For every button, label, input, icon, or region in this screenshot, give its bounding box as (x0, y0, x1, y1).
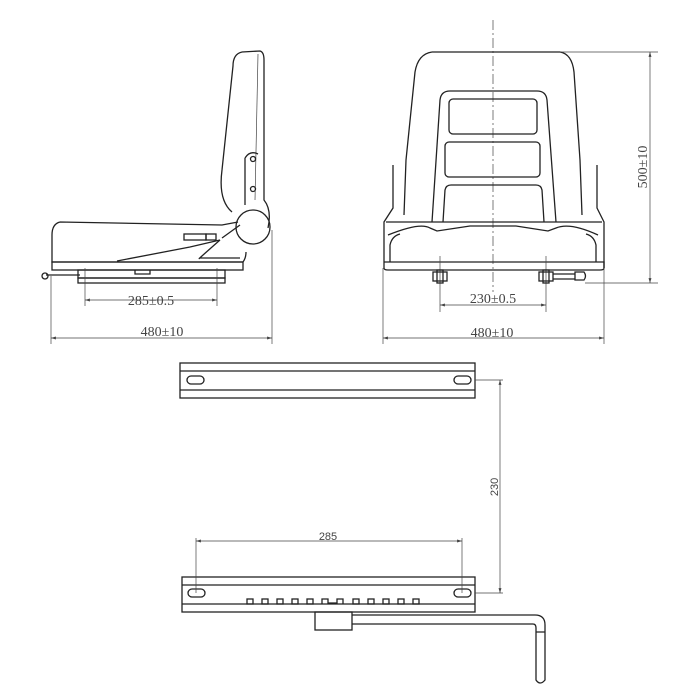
lock-block (314, 611, 353, 631)
adjust-lever (183, 233, 207, 241)
mount-bolt (538, 271, 554, 282)
front-view: 230±0.5 480±10 500±10 (382, 20, 658, 344)
top-rail (179, 362, 476, 399)
rail-slot (453, 588, 472, 598)
mount-bolt (432, 271, 448, 282)
lock-teeth (246, 598, 420, 605)
seat-bracket (198, 224, 241, 260)
rail-gap-dimension: 230 (489, 478, 501, 496)
slide-rail (77, 269, 226, 279)
hinge-plate (244, 152, 259, 205)
rail-slot (187, 588, 206, 598)
pivot-bolt (249, 155, 257, 163)
seat-base-plate (51, 261, 244, 271)
slide-handle (553, 271, 587, 281)
side-rail-spacing-dimension: 285±0.5 (128, 294, 174, 309)
side-view: 285±0.5 480±10 (41, 50, 273, 344)
back-window (442, 184, 545, 223)
rails-view: 230 285 (179, 362, 546, 684)
back-window (444, 141, 541, 178)
front-mount-spacing-dimension: 230±0.5 (470, 292, 516, 307)
side-width-dimension: 480±10 (141, 325, 184, 340)
bottom-rail (181, 576, 476, 613)
hinge-knuckle (235, 209, 271, 245)
front-width-dimension: 480±10 (471, 326, 514, 341)
seat-cushion-front (383, 221, 605, 271)
backrest-side (220, 50, 270, 229)
front-height-dimension: 500±10 (636, 146, 651, 189)
rail-slot (186, 375, 205, 385)
side-bracket (383, 165, 605, 268)
rail-slot (453, 375, 472, 385)
pivot-bolt (249, 185, 257, 193)
back-window (448, 98, 538, 135)
release-handle (352, 614, 546, 684)
hole-spacing-dimension: 285 (319, 531, 337, 543)
back-frame (431, 90, 557, 223)
